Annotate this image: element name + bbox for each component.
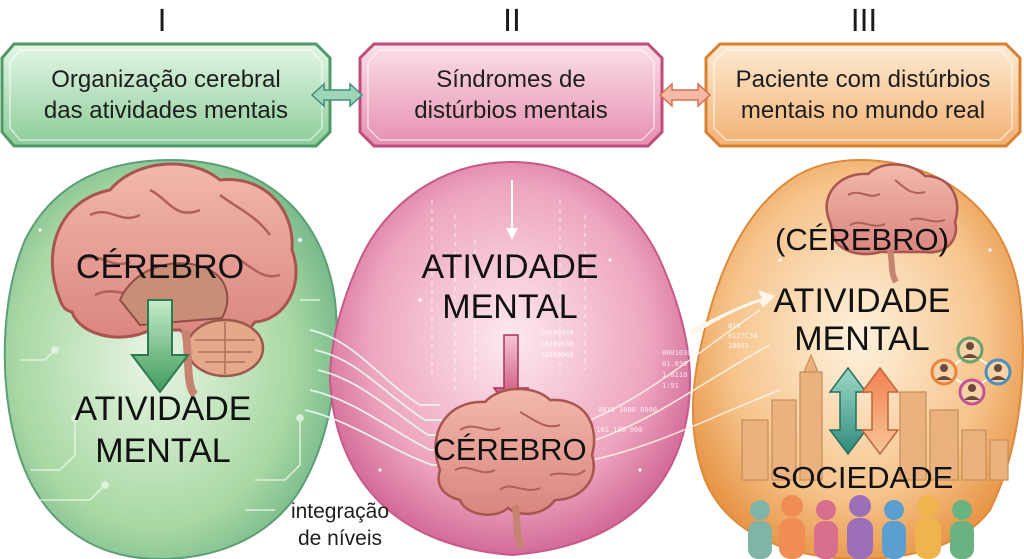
box-1-line-2: das atividades mentais (44, 97, 288, 124)
label-3-top: (CÉREBRO) (775, 222, 949, 257)
label-1-top: CÉREBRO (76, 248, 244, 286)
integration-flow (304, 329, 452, 466)
binary-snippet: 1.0110 (662, 371, 687, 379)
data-streams (431, 200, 586, 390)
numeral-2: II (503, 4, 521, 39)
label-3-bottom: SOCIEDADE (771, 460, 954, 495)
binary-snippet: 10001 (728, 342, 749, 350)
circuit-lines-green (20, 299, 320, 511)
down-arrow-icon (129, 299, 191, 394)
box-3: Paciente com distúrbios mentais no mundo… (704, 42, 1022, 148)
binary-snippet: 10000038 (540, 329, 574, 337)
box-1: Organização cerebral das atividades ment… (0, 42, 332, 148)
double-arrow-icon (658, 82, 712, 108)
brain-icon (825, 163, 959, 284)
binary-snippet: 01.030 (662, 360, 687, 368)
integration-note-line-2: de níveis (298, 527, 382, 550)
box-2: Síndromes de distúrbios mentais (358, 42, 664, 148)
avatar-icon (956, 336, 984, 364)
brain-icon (434, 387, 596, 550)
brain-icon (50, 162, 298, 398)
box-1-line-1: Organização cerebral (51, 66, 280, 93)
integration-note-line-1: integração (291, 500, 389, 523)
binary-snippet: 1:91 (662, 382, 679, 390)
label-3-middle-line-2: MENTAL (794, 320, 929, 358)
binary-snippet: 32080060 (540, 351, 574, 359)
numeral-1: I (158, 4, 167, 39)
binary-snippet: 010 (728, 322, 741, 330)
label-2-bottom: CÉREBRO (433, 432, 586, 467)
avatar-icon (930, 358, 958, 386)
numeral-3: III (851, 4, 878, 39)
avatar-network (930, 336, 1012, 406)
binary-snippet: 10200030 (540, 340, 574, 348)
pink-top-arrow (506, 180, 518, 240)
label-2-top-line-2: MENTAL (442, 288, 577, 326)
binary-snippet: 0010 1000 0000 (598, 406, 657, 414)
right-arrow-icon (690, 290, 775, 336)
label-2-top-line-1: ATIVIDADE (422, 248, 599, 286)
label-1-bottom-line-1: ATIVIDADE (75, 390, 252, 428)
box-3-line-2: mentais no mundo real (741, 97, 985, 124)
sparkles (38, 228, 992, 472)
up-down-arrows-icon (828, 366, 900, 456)
flow-to-society (589, 309, 781, 461)
label-1-bottom-line-2: MENTAL (95, 432, 230, 470)
binary-snippet: 0127C34 (728, 332, 758, 340)
binary-snippet: 0001030 (662, 349, 692, 357)
box-2-line-1: Síndromes de (436, 66, 585, 93)
city-skyline-icon (741, 353, 1009, 481)
double-arrow-icon (310, 82, 364, 108)
box-3-line-1: Paciente com distúrbios (736, 66, 991, 93)
people-icon (748, 495, 974, 559)
box-2-line-2: distúrbios mentais (414, 97, 607, 124)
label-3-middle-line-1: ATIVIDADE (774, 282, 951, 320)
avatar-icon (984, 358, 1012, 386)
avatar-icon (958, 378, 986, 406)
binary-snippet: 1101 100 000 (592, 426, 643, 434)
